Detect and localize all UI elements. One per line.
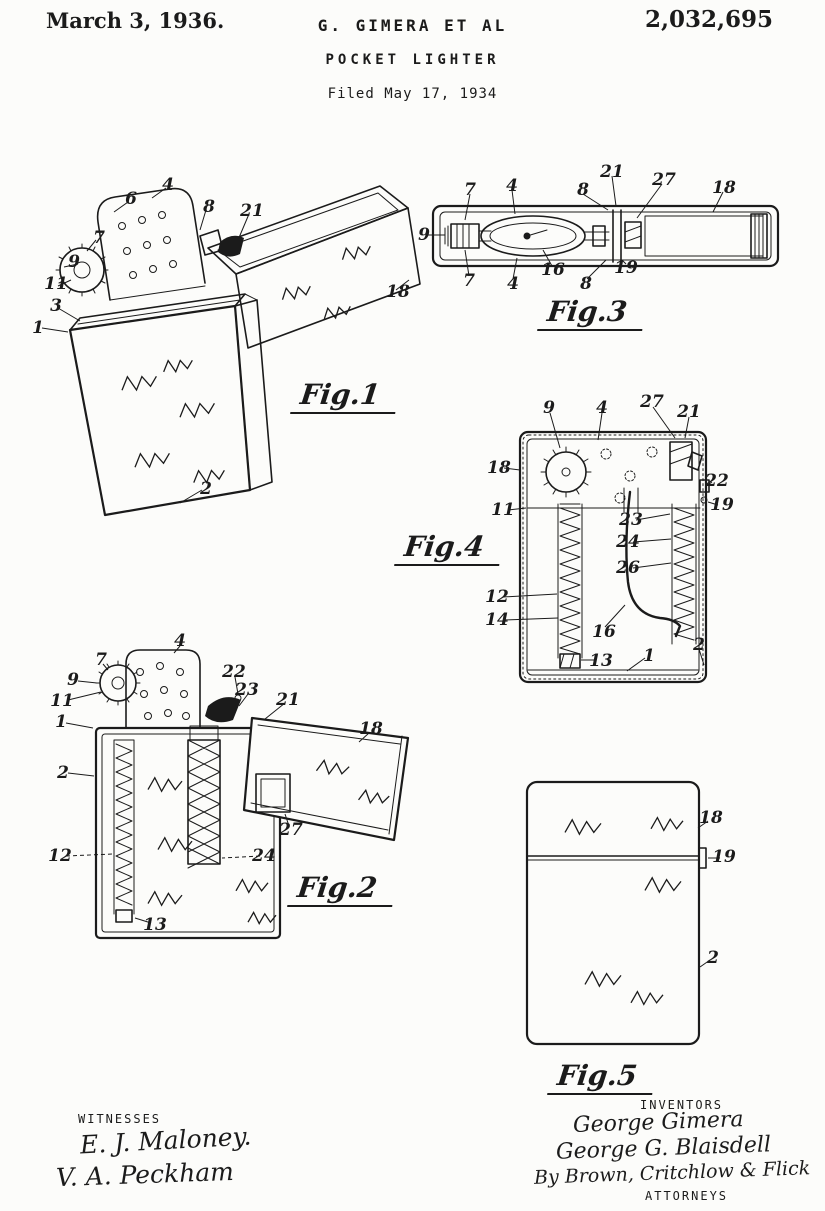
ref-numeral: 7 [463,271,475,291]
ref-numeral: 16 [541,260,565,280]
ref-numeral: 4 [507,274,519,294]
ref-numeral: 4 [506,176,518,196]
ref-numeral: 7 [93,228,105,248]
ref-numeral: 2 [200,479,212,499]
ref-numeral: 12 [48,846,72,866]
ref-numeral: 27 [652,170,676,190]
fig5-drawing [505,770,745,1070]
fig1-label: Fig.1 [290,378,400,414]
fig1-drawing [30,148,450,548]
ref-numeral: 4 [596,398,608,418]
witness-signature: V. A. Peckham [55,1156,235,1193]
attorneys-label: ATTORNEYS [645,1189,729,1203]
ref-numeral: 9 [418,225,430,245]
fig4-drawing [478,392,748,712]
ref-numeral: 18 [487,458,511,478]
ref-numeral: 13 [143,915,167,935]
fig4-label: Fig.4 [394,530,504,566]
ref-numeral: 7 [95,650,107,670]
filed-line: Filed May 17, 1934 [327,86,498,102]
fig5-label: Fig.5 [547,1059,657,1095]
ref-numeral: 14 [485,610,509,630]
applicant-name: G. GIMERA ET AL [317,16,508,35]
ref-numeral: 1 [55,712,67,732]
ref-numeral: 19 [710,495,734,515]
ref-numeral: 24 [252,846,276,866]
ref-numeral: 9 [68,252,80,272]
ref-numeral: 8 [580,274,592,294]
ref-numeral: 18 [712,178,736,198]
ref-numeral: 8 [577,180,589,200]
ref-numeral: 8 [203,197,215,217]
ref-numeral: 2 [57,763,69,783]
ref-numeral: 18 [359,719,383,739]
ref-numeral: 21 [600,162,624,182]
ref-numeral: 21 [240,201,264,221]
ref-numeral: 24 [616,532,640,552]
ref-numeral: 18 [699,808,723,828]
ref-numeral: 7 [464,180,476,200]
fig3-label: Fig.3 [537,295,647,331]
ref-numeral: 27 [640,392,664,412]
ref-numeral: 19 [614,258,638,278]
ref-numeral: 16 [592,622,616,642]
ref-numeral: 4 [174,631,186,651]
fig2-label: Fig.2 [287,871,397,907]
ref-numeral: 11 [50,691,74,711]
patent-number: 2,032,695 [644,6,773,33]
ref-numeral: 21 [677,402,701,422]
ref-numeral: 18 [386,282,410,302]
witness-signature: E. J. Maloney. [79,1121,252,1160]
ref-numeral: 9 [67,670,79,690]
ref-numeral: 26 [616,558,640,578]
witnesses-label: WITNESSES [78,1112,162,1126]
ref-numeral: 22 [222,662,246,682]
ref-numeral: 19 [712,847,736,867]
patent-title: POCKET LIGHTER [325,52,500,68]
ref-numeral: 1 [643,646,655,666]
ref-numeral: 9 [543,398,555,418]
fig3-drawing [415,160,795,330]
ref-numeral: 2 [707,948,719,968]
patent-date: March 3, 1936. [46,8,225,33]
inventors-label: INVENTORS [640,1098,724,1112]
ref-numeral: 6 [125,189,137,209]
ref-numeral: 13 [589,651,613,671]
fig2-drawing [38,628,438,958]
ref-numeral: 27 [279,820,303,840]
ref-numeral: 12 [485,587,509,607]
ref-numeral: 22 [705,471,729,491]
ref-numeral: 23 [235,680,259,700]
ref-numeral: 23 [619,510,643,530]
ref-numeral: 3 [50,296,62,316]
ref-numeral: 2 [693,635,705,655]
ref-numeral: 11 [44,274,68,294]
ref-numeral: 21 [276,690,300,710]
ref-numeral: 11 [491,500,515,520]
ref-numeral: 4 [162,175,174,195]
ref-numeral: 1 [32,318,44,338]
